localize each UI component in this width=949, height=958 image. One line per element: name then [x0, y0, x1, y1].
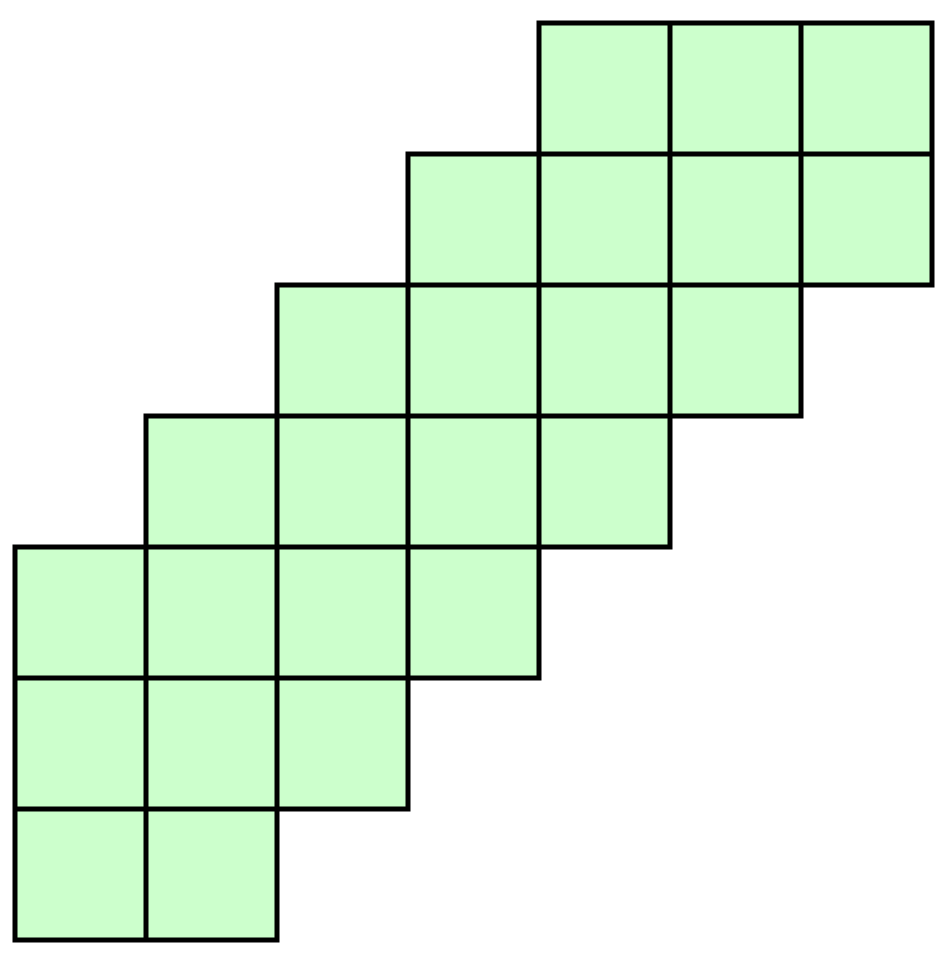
grid-square-r4-c0 — [12, 544, 149, 681]
grid-square-r5-c0 — [12, 675, 149, 812]
grid-square-r2-c3 — [405, 282, 542, 419]
grid-square-r6-c1 — [143, 806, 280, 943]
grid-square-r6-c0 — [12, 806, 149, 943]
grid-square-r3-c4 — [536, 413, 673, 550]
grid-square-r2-c5 — [667, 282, 804, 419]
grid-square-r2-c4 — [536, 282, 673, 419]
grid-square-r0-c4 — [536, 20, 673, 157]
grid-square-r4-c1 — [143, 544, 280, 681]
grid-square-r1-c5 — [667, 151, 804, 288]
grid-square-r1-c4 — [536, 151, 673, 288]
grid-square-r4-c3 — [405, 544, 542, 681]
grid-square-r4-c2 — [274, 544, 411, 681]
grid-square-r1-c3 — [405, 151, 542, 288]
grid-square-r0-c6 — [798, 20, 935, 157]
grid-square-r0-c5 — [667, 20, 804, 157]
grid-square-r3-c2 — [274, 413, 411, 550]
grid-square-r1-c6 — [798, 151, 935, 288]
grid-square-r5-c1 — [143, 675, 280, 812]
grid-square-r5-c2 — [274, 675, 411, 812]
grid-square-r2-c2 — [274, 282, 411, 419]
grid-square-r3-c3 — [405, 413, 542, 550]
grid-square-r3-c1 — [143, 413, 280, 550]
